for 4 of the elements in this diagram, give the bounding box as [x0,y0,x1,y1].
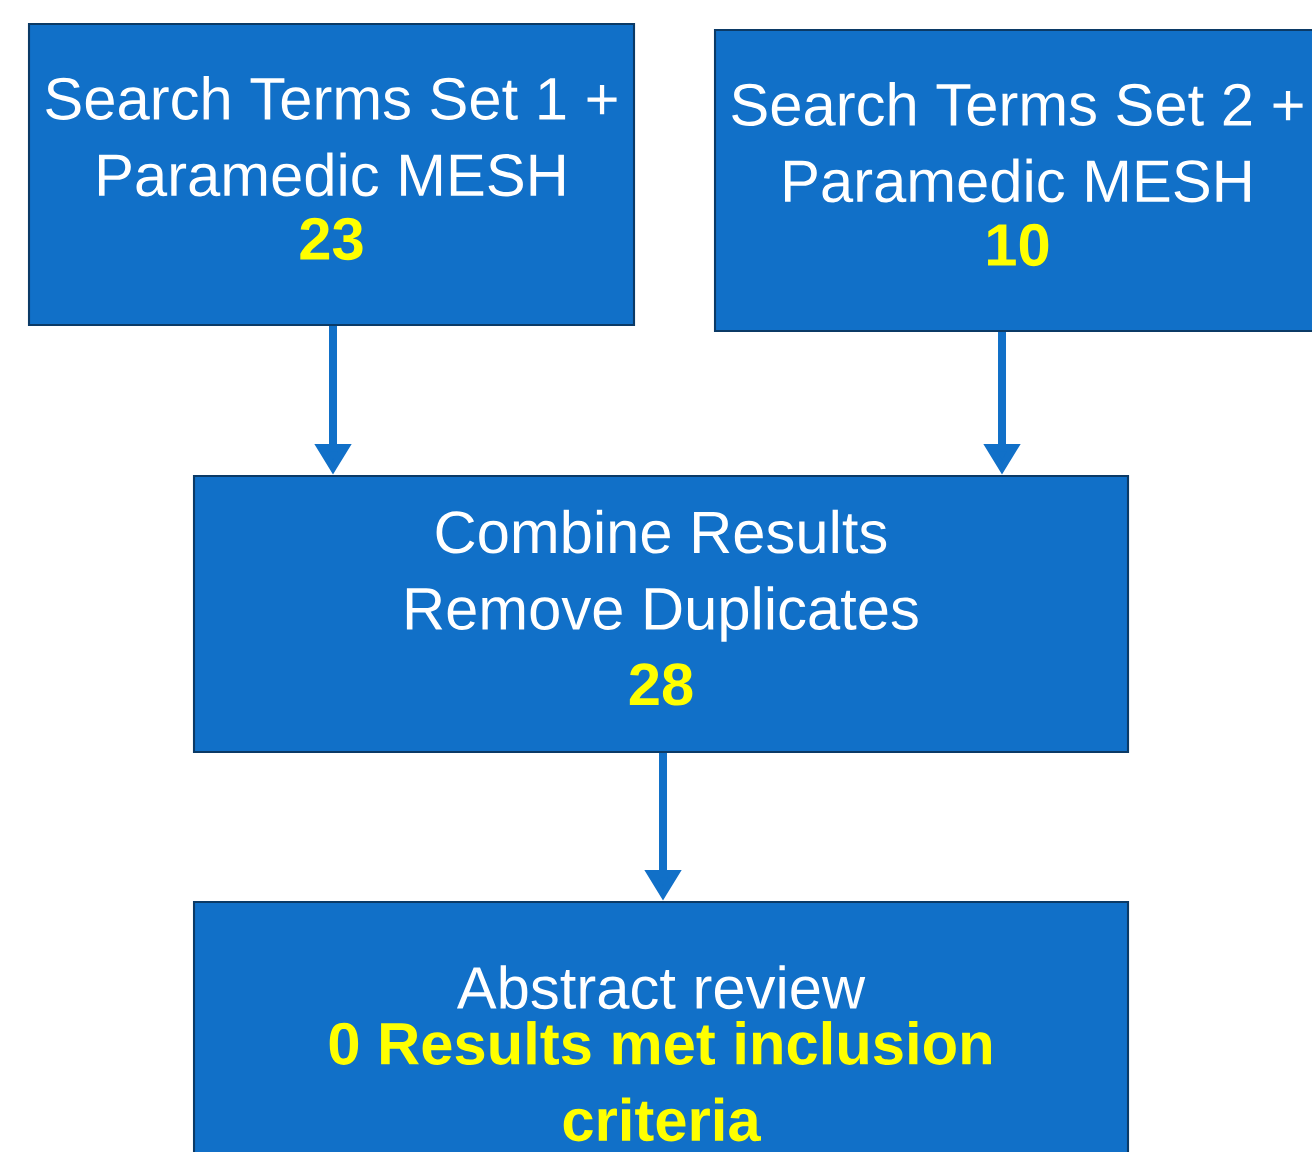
process-box: Combine Results Remove Duplicates 28 [192,474,1130,754]
process-box: Abstract review 0 Results met inclusion criteria [192,900,1130,1152]
process-box: Search Terms Set 1 + Paramedic MESH 23 [27,22,636,327]
process-box: Search Terms Set 2 + Paramedic MESH 10 [713,28,1312,333]
